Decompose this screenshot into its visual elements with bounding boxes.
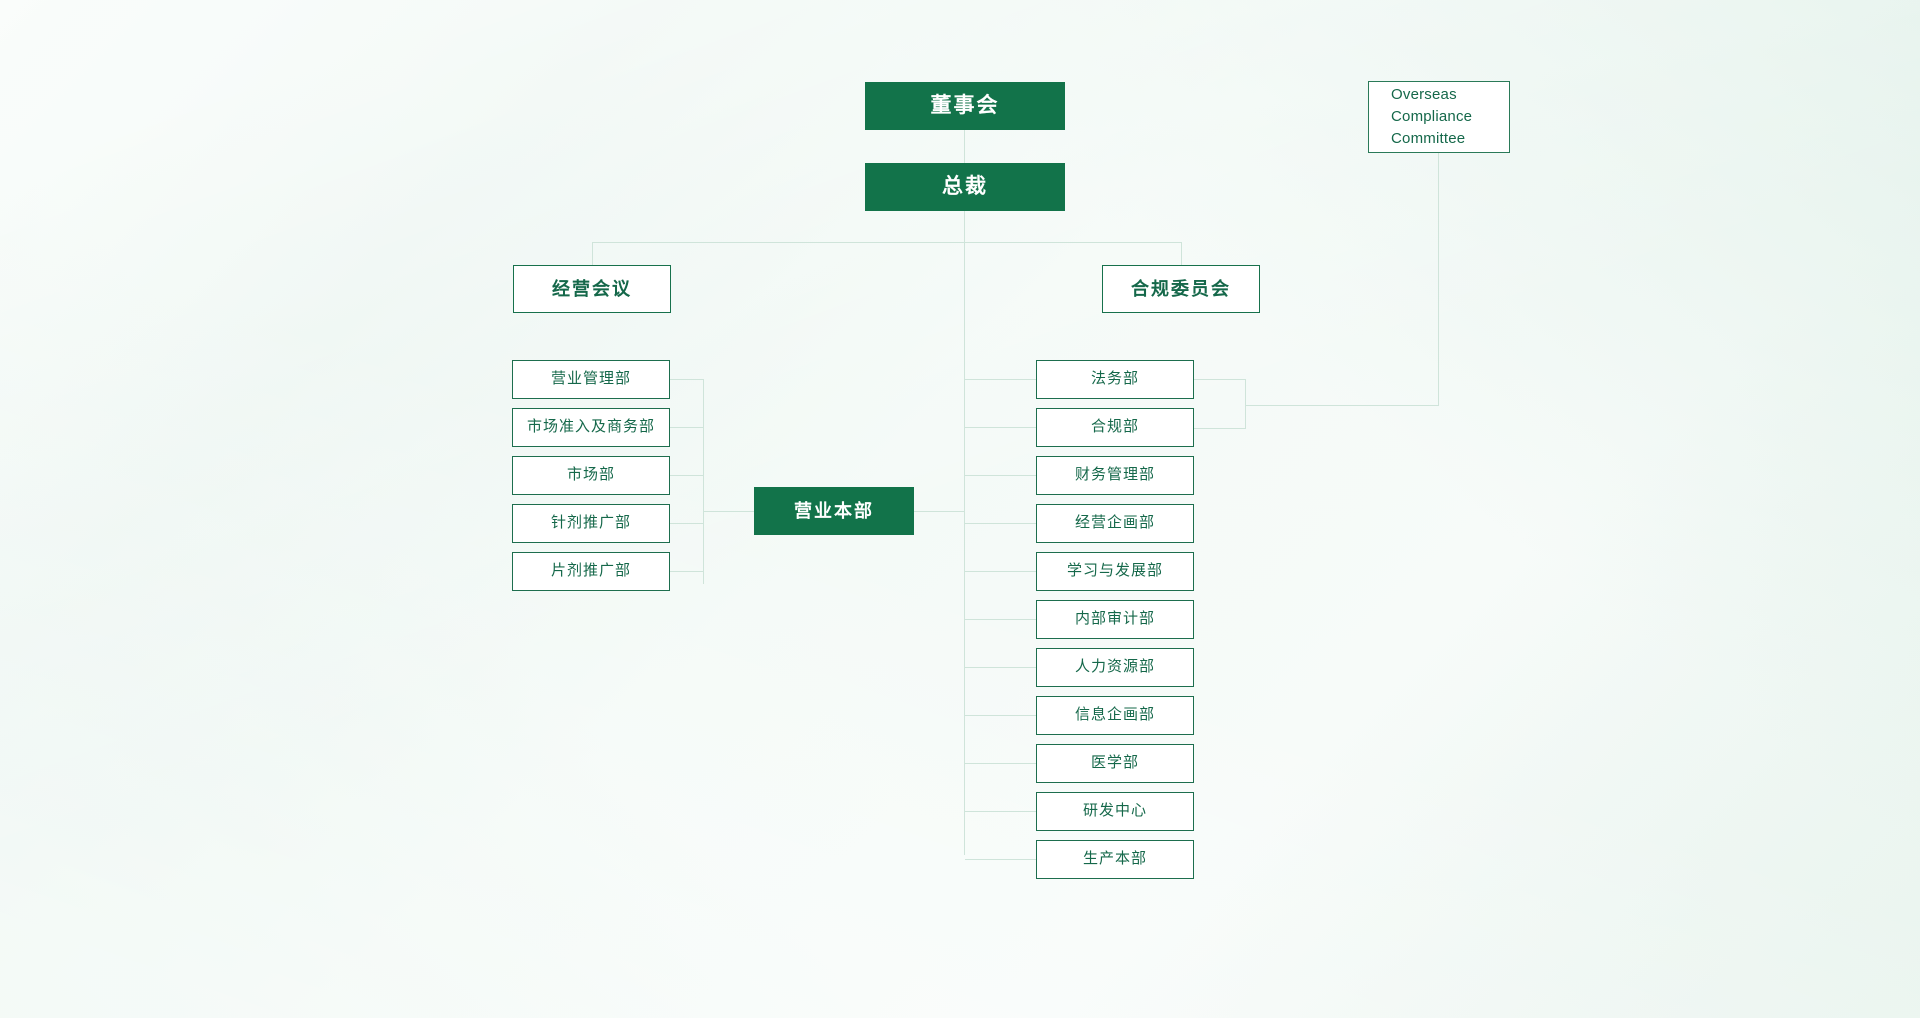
node-left-dept-0[interactable]: 营业管理部 <box>512 360 670 399</box>
node-right-dept-6[interactable]: 人力资源部 <box>1036 648 1194 687</box>
node-right-dept-10[interactable]: 生产本部 <box>1036 840 1194 879</box>
connector-left-dept-stub-1 <box>670 427 703 428</box>
connector-right-dept-stub-2 <box>965 475 1036 476</box>
node-right-dept-8[interactable]: 医学部 <box>1036 744 1194 783</box>
node-right-dept-7[interactable]: 信息企画部 <box>1036 696 1194 735</box>
connector-compliance-dept-to-bracket <box>1194 428 1245 429</box>
node-management-meeting[interactable]: 经营会议 <box>513 265 671 313</box>
node-compliance-committee[interactable]: 合规委员会 <box>1102 265 1260 313</box>
node-left-dept-3[interactable]: 针剂推广部 <box>512 504 670 543</box>
connector-right-dept-stub-7 <box>965 715 1036 716</box>
connector-sales-hq-to-spine <box>914 511 965 512</box>
connector-right-dept-stub-9 <box>965 811 1036 812</box>
overseas-committee-line-1: Overseas <box>1391 86 1457 104</box>
connector-right-dept-stub-5 <box>965 619 1036 620</box>
connector-bus-to-management-meeting <box>592 242 593 265</box>
connector-right-dept-stub-1 <box>965 427 1036 428</box>
node-right-dept-2[interactable]: 财务管理部 <box>1036 456 1194 495</box>
node-right-dept-0[interactable]: 法务部 <box>1036 360 1194 399</box>
connector-left-bus-to-sales-hq <box>703 511 754 512</box>
node-left-dept-4[interactable]: 片剂推广部 <box>512 552 670 591</box>
connector-left-dept-stub-4 <box>670 571 703 572</box>
connector-overseas-committee-drop <box>1438 153 1439 405</box>
node-right-dept-1[interactable]: 合规部 <box>1036 408 1194 447</box>
connector-left-dept-stub-0 <box>670 379 703 380</box>
connector-legal-compliance-bracket <box>1245 379 1246 429</box>
connector-right-dept-stub-8 <box>965 763 1036 764</box>
node-board-of-directors[interactable]: 董事会 <box>865 82 1065 130</box>
overseas-committee-line-3: Committee <box>1391 129 1466 147</box>
connector-president-bus <box>592 242 1181 243</box>
connector-right-dept-stub-0 <box>965 379 1036 380</box>
connector-bus-to-compliance-committee <box>1181 242 1182 265</box>
node-sales-headquarters[interactable]: 营业本部 <box>754 487 914 535</box>
node-right-dept-4[interactable]: 学习与发展部 <box>1036 552 1194 591</box>
node-president[interactable]: 总裁 <box>865 163 1065 211</box>
node-right-dept-5[interactable]: 内部审计部 <box>1036 600 1194 639</box>
connector-right-dept-stub-4 <box>965 571 1036 572</box>
node-right-dept-9[interactable]: 研发中心 <box>1036 792 1194 831</box>
connector-president-spine <box>964 211 965 855</box>
node-overseas-compliance-committee[interactable]: Overseas Compliance Committee <box>1368 81 1510 153</box>
connector-right-dept-stub-6 <box>965 667 1036 668</box>
node-left-dept-1[interactable]: 市场准入及商务部 <box>512 408 670 447</box>
connector-right-dept-stub-10 <box>965 859 1036 860</box>
connector-legal-dept-to-bracket <box>1194 379 1245 380</box>
overseas-committee-line-2: Compliance <box>1391 108 1473 126</box>
connector-left-dept-stub-3 <box>670 523 703 524</box>
node-left-dept-2[interactable]: 市场部 <box>512 456 670 495</box>
connector-right-dept-stub-3 <box>965 523 1036 524</box>
connector-overseas-committee-run <box>1245 405 1439 406</box>
node-right-dept-3[interactable]: 经营企画部 <box>1036 504 1194 543</box>
connector-left-department-bus <box>703 379 704 584</box>
connector-left-dept-stub-2 <box>670 475 703 476</box>
connector-board-to-president <box>964 130 965 163</box>
